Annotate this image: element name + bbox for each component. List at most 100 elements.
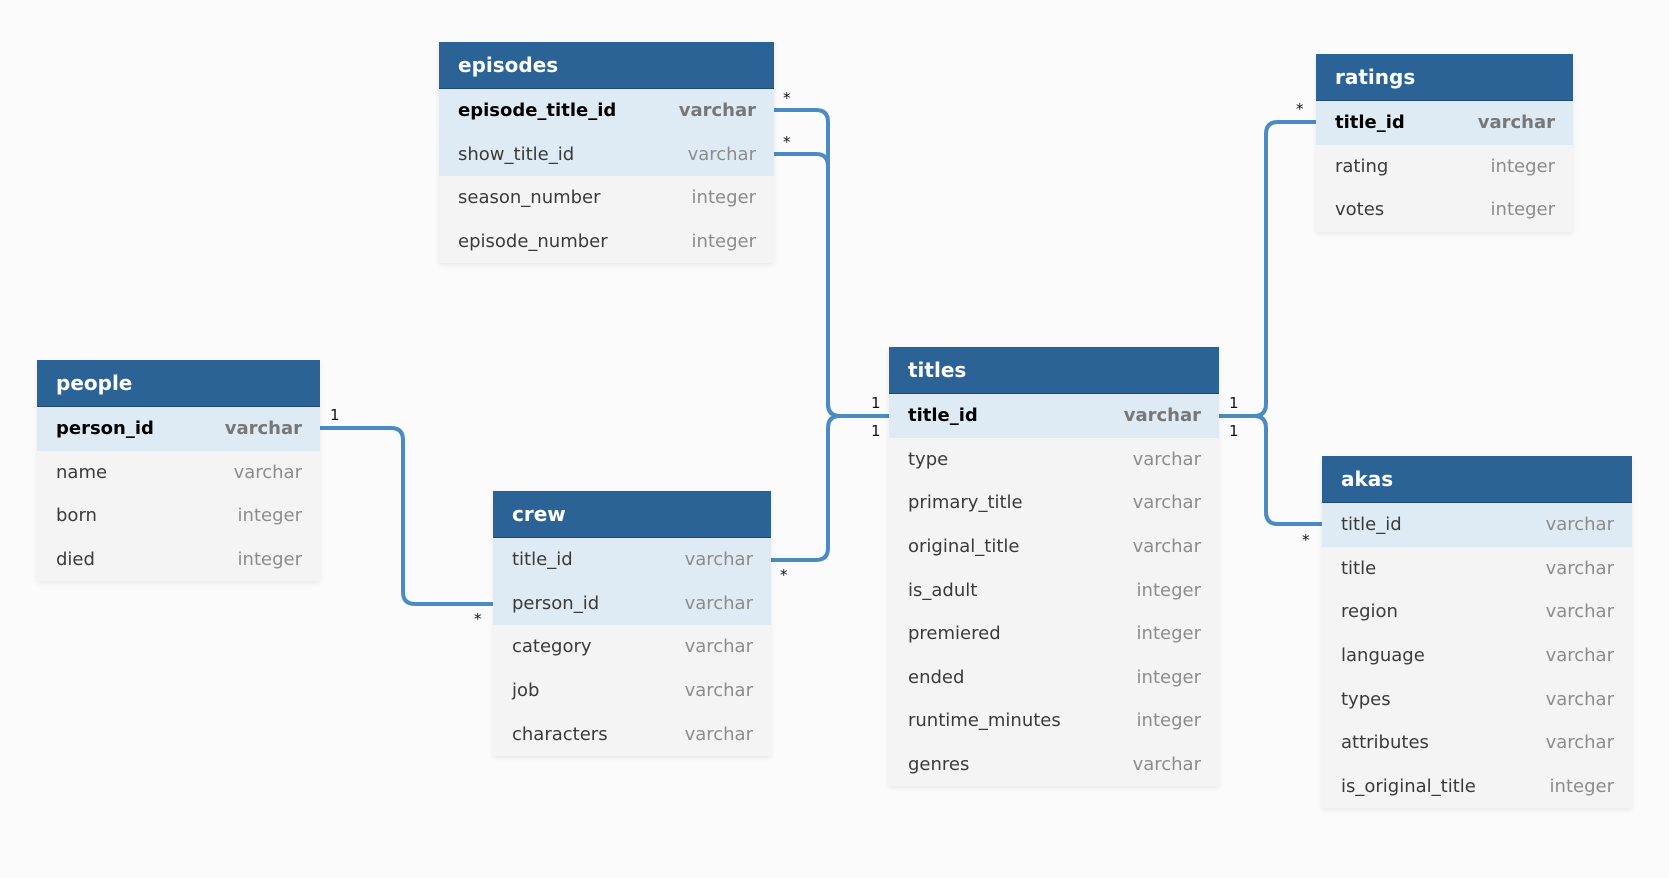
table-row[interactable]: title_id varchar (1316, 101, 1573, 145)
table-row[interactable]: title_id varchar (493, 538, 771, 582)
table-row[interactable]: category varchar (493, 625, 771, 669)
cardinality-titles-episodes: 1 (871, 394, 881, 412)
column-name: episode_title_id (458, 100, 617, 122)
connector-episodes-show-title-id-to-titles (774, 152, 889, 418)
column-type: integer (1549, 775, 1614, 797)
cardinality-titles-crew: 1 (871, 422, 881, 440)
column-name: genres (908, 754, 970, 776)
column-type: varchar (1545, 601, 1614, 623)
column-name: category (512, 636, 592, 658)
column-name: name (56, 461, 108, 483)
table-row[interactable]: season_number integer (439, 176, 774, 220)
column-type: varchar (1545, 557, 1614, 579)
column-type: integer (1490, 199, 1555, 221)
table-row[interactable]: original_title varchar (889, 525, 1219, 569)
column-type: varchar (1132, 492, 1201, 514)
table-header[interactable]: titles (889, 347, 1219, 394)
column-name: votes (1335, 199, 1385, 221)
connector-titles-to-ratings (1219, 120, 1316, 418)
column-name: is_original_title (1341, 775, 1476, 797)
column-name: runtime_minutes (908, 710, 1061, 732)
column-name: person_id (512, 592, 600, 614)
column-name: primary_title (908, 492, 1023, 514)
table-row[interactable]: premiered integer (889, 612, 1219, 656)
table-header[interactable]: akas (1322, 456, 1632, 503)
table-row[interactable]: type varchar (889, 438, 1219, 482)
column-type: varchar (1545, 514, 1614, 536)
column-type: varchar (684, 723, 753, 745)
column-type: integer (1136, 623, 1201, 645)
table-header[interactable]: crew (493, 491, 771, 538)
column-type: varchar (1545, 645, 1614, 667)
table-titles[interactable]: titles title_id varchar type varchar pri… (889, 347, 1219, 787)
cardinality-akas-title-id: * (1302, 531, 1310, 549)
table-row[interactable]: title_id varchar (889, 394, 1219, 438)
column-type: varchar (1132, 536, 1201, 558)
column-name: title_id (512, 549, 573, 571)
column-name: title (1341, 557, 1377, 579)
connector-crew-title-id-to-titles (771, 414, 889, 562)
column-name: region (1341, 601, 1398, 623)
table-row[interactable]: is_original_title integer (1322, 765, 1632, 809)
table-row[interactable]: votes integer (1316, 188, 1573, 232)
table-row[interactable]: name varchar (37, 451, 320, 495)
column-name: ended (908, 666, 965, 688)
column-name: born (56, 505, 97, 527)
connector-people-to-crew (320, 426, 493, 606)
column-type: varchar (678, 100, 756, 122)
table-row[interactable]: title_id varchar (1322, 503, 1632, 547)
column-type: varchar (233, 461, 302, 483)
table-row[interactable]: attributes varchar (1322, 721, 1632, 765)
table-row[interactable]: episode_number integer (439, 220, 774, 264)
column-type: integer (1136, 710, 1201, 732)
column-name: characters (512, 723, 608, 745)
table-row[interactable]: characters varchar (493, 712, 771, 756)
connector-titles-to-akas (1219, 414, 1322, 526)
column-type: integer (1136, 579, 1201, 601)
column-name: show_title_id (458, 143, 575, 165)
table-ratings[interactable]: ratings title_id varchar rating integer … (1316, 54, 1573, 232)
table-row[interactable]: is_adult integer (889, 568, 1219, 612)
column-name: attributes (1341, 732, 1429, 754)
table-row[interactable]: ended integer (889, 656, 1219, 700)
table-crew[interactable]: crew title_id varchar person_id varchar … (493, 491, 771, 756)
column-type: varchar (224, 418, 302, 440)
column-type: varchar (684, 636, 753, 658)
table-row[interactable]: primary_title varchar (889, 481, 1219, 525)
table-row[interactable]: born integer (37, 494, 320, 538)
table-header[interactable]: episodes (439, 42, 774, 89)
cardinality-crew-title-id: * (780, 566, 788, 584)
table-people[interactable]: people person_id varchar name varchar bo… (37, 360, 320, 582)
cardinality-crew-person-id: * (474, 610, 482, 628)
table-row[interactable]: person_id varchar (493, 581, 771, 626)
table-row[interactable]: episode_title_id varchar (439, 89, 774, 133)
table-row[interactable]: person_id varchar (37, 407, 320, 451)
column-name: premiered (908, 623, 1001, 645)
table-row[interactable]: died integer (37, 538, 320, 582)
column-name: episode_number (458, 231, 608, 253)
cardinality-titles-akas: 1 (1229, 422, 1239, 440)
table-row[interactable]: genres varchar (889, 743, 1219, 787)
column-type: varchar (1477, 112, 1555, 134)
table-row[interactable]: region varchar (1322, 590, 1632, 634)
column-type: integer (237, 549, 302, 571)
table-episodes[interactable]: episodes episode_title_id varchar show_t… (439, 42, 774, 264)
column-name: title_id (1335, 112, 1405, 134)
table-header[interactable]: ratings (1316, 54, 1573, 101)
table-row[interactable]: title varchar (1322, 547, 1632, 591)
table-row[interactable]: rating integer (1316, 145, 1573, 189)
column-type: varchar (687, 143, 756, 165)
column-type: varchar (684, 680, 753, 702)
column-name: title_id (1341, 514, 1402, 536)
column-name: season_number (458, 187, 601, 209)
column-name: types (1341, 688, 1391, 710)
table-akas[interactable]: akas title_id varchar title varchar regi… (1322, 456, 1632, 809)
table-header[interactable]: people (37, 360, 320, 407)
column-name: type (908, 448, 949, 470)
table-row[interactable]: show_title_id varchar (439, 132, 774, 177)
table-row[interactable]: job varchar (493, 669, 771, 713)
table-row[interactable]: types varchar (1322, 677, 1632, 721)
table-row[interactable]: language varchar (1322, 634, 1632, 678)
table-row[interactable]: runtime_minutes integer (889, 699, 1219, 743)
